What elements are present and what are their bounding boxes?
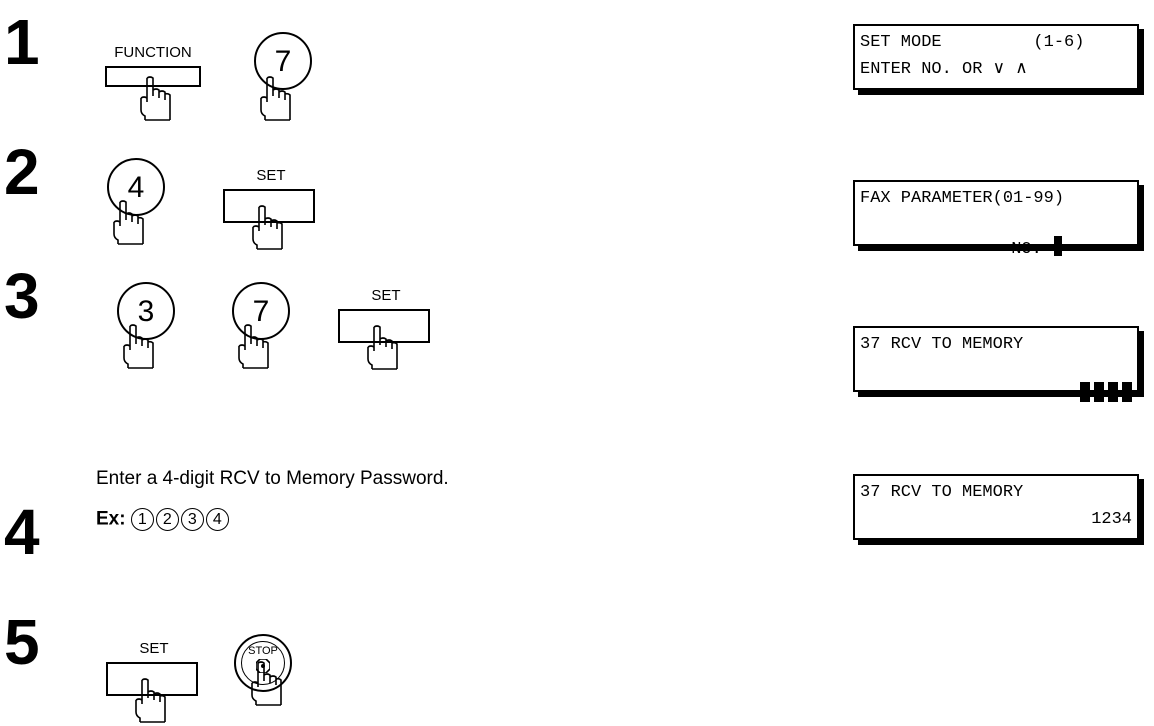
digit-key-label: 3 <box>137 295 155 328</box>
set-key[interactable]: SET <box>223 167 319 250</box>
lcd-line-1: FAX PARAMETER(01-99) <box>860 189 1065 208</box>
set-key-label: SET <box>256 167 286 184</box>
set-key-label: SET <box>371 287 401 304</box>
pointing-hand-icon <box>367 325 398 370</box>
set-key-label: SET <box>139 640 169 657</box>
example-digit: 4 <box>205 508 229 531</box>
digit-key-label: 4 <box>127 171 145 204</box>
digit-key-7[interactable]: 7 <box>254 32 312 90</box>
lcd-password-blocks <box>860 362 1132 426</box>
pointing-hand-icon <box>135 678 166 723</box>
lcd-line-1: 37 RCV TO MEMORY <box>860 483 1024 502</box>
set-key[interactable]: SET <box>338 287 434 371</box>
example-digit: 2 <box>155 508 179 531</box>
lcd-display-1: SET MODE (1-6) ENTER NO. OR ∨ ∧ <box>853 24 1144 95</box>
digit-key-label: 7 <box>274 45 292 78</box>
lcd-line-2: NO.= <box>950 216 1132 280</box>
lcd-cursor <box>1054 236 1063 256</box>
function-key-label: FUNCTION <box>114 44 192 61</box>
pointing-hand-icon <box>113 200 144 245</box>
pointing-hand-icon <box>251 661 282 706</box>
function-key[interactable]: FUNCTION <box>105 44 201 124</box>
step-number-5: 5 <box>4 606 40 678</box>
set-key[interactable]: SET <box>106 640 202 723</box>
step-number-4: 4 <box>4 496 40 568</box>
example-digit: 1 <box>130 508 154 531</box>
pointing-hand-icon <box>123 324 154 369</box>
lcd-display-4: 37 RCV TO MEMORY 1234 <box>853 474 1144 545</box>
lcd-display-2: FAX PARAMETER(01-99) NO.= <box>853 180 1144 259</box>
stop-key-label: STOP <box>248 645 278 657</box>
lcd-line-1: 37 RCV TO MEMORY <box>860 335 1024 354</box>
step-number-1: 1 <box>4 6 40 78</box>
stop-key[interactable]: STOP <box>234 634 292 692</box>
digit-key-label: 7 <box>252 295 270 328</box>
lcd-line-2: ENTER NO. OR ∨ ∧ <box>860 60 1028 79</box>
digit-key-3[interactable]: 3 <box>117 282 175 340</box>
step-number-3: 3 <box>4 260 40 332</box>
step-number-2: 2 <box>4 136 40 208</box>
lcd-line-1: SET MODE (1-6) <box>860 33 1085 52</box>
example-digit: 3 <box>180 508 204 531</box>
pointing-hand-icon <box>252 205 283 250</box>
lcd-prompt: NO.= <box>1011 240 1053 259</box>
pointing-hand-icon <box>238 324 269 369</box>
example-label: Ex: <box>96 508 126 530</box>
pointing-hand-icon <box>140 76 171 121</box>
lcd-line-2: 1234 <box>1091 510 1132 529</box>
lcd-display-3: 37 RCV TO MEMORY <box>853 326 1144 402</box>
step-4-instruction: Enter a 4-digit RCV to Memory Password. <box>96 468 449 489</box>
pointing-hand-icon <box>260 76 291 121</box>
